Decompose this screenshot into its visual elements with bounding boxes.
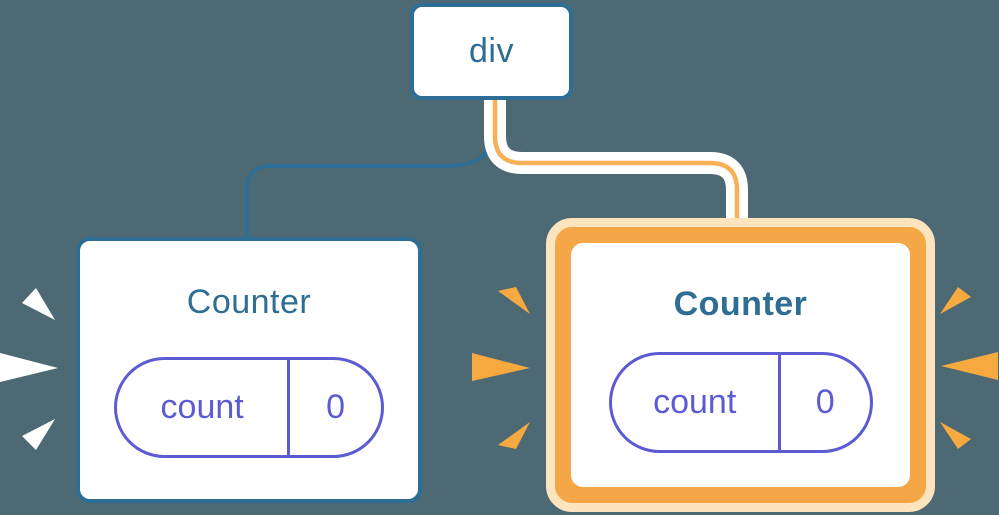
burst-right-card-left xyxy=(472,287,530,449)
burst-wedge-icon xyxy=(22,419,55,450)
burst-wedge-icon xyxy=(498,287,530,314)
state-key-left: count xyxy=(117,360,291,455)
burst-left-card xyxy=(0,288,58,450)
burst-wedge-icon xyxy=(0,353,58,382)
burst-wedge-icon xyxy=(22,288,55,320)
tree-node-div-label: div xyxy=(469,32,514,70)
counter-card-left-title: Counter xyxy=(186,283,312,321)
state-pill-left: count 0 xyxy=(114,357,384,458)
burst-wedge-icon xyxy=(940,422,971,449)
burst-wedge-icon xyxy=(498,422,530,449)
edge-div-to-right-counter-core xyxy=(492,95,740,232)
burst-right-card-right xyxy=(940,287,998,449)
state-key-right: count xyxy=(612,355,781,450)
counter-card-left: Counter count 0 xyxy=(76,237,422,503)
burst-wedge-icon xyxy=(472,353,530,381)
counter-card-right: Counter count 0 xyxy=(571,243,910,487)
burst-wedge-icon xyxy=(941,352,998,380)
state-value-right: 0 xyxy=(815,383,835,421)
counter-card-right-highlight: Counter count 0 xyxy=(546,218,935,512)
state-value-left: 0 xyxy=(326,388,346,426)
edge-div-to-left-counter xyxy=(245,98,502,245)
state-pill-right: count 0 xyxy=(608,352,873,453)
burst-wedge-icon xyxy=(940,287,971,314)
counter-card-right-title: Counter xyxy=(673,285,808,323)
tree-node-div: div xyxy=(410,3,573,100)
